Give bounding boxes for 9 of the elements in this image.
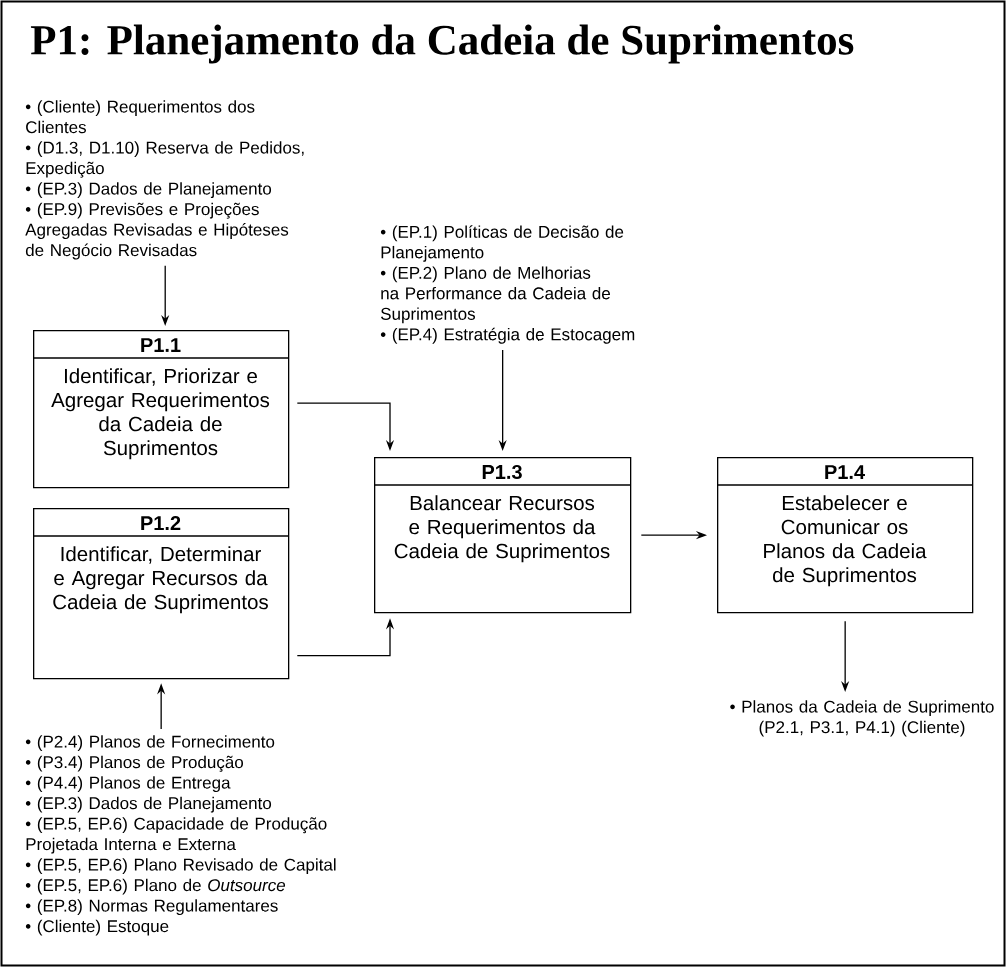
title: P1: Planejamento da Cadeia de Suprimentos <box>30 24 854 64</box>
process-box: P1.1 Identificar, Priorizar e Agregar Requerimentos da Cadeia de Suprimentos <box>32 330 290 489</box>
text-list: • (P2.4) Planos de Fornecimento • (P3.4) Planos de Produção • (P4.4) Planos de Entrega • (EP.3) Dados de Planejamento • (EP.5, EP.6) Capacidade de Produção Projetada Interna e Externa • (EP.5, EP.6) Plano Revisado de Capital • (EP.5, EP.6) Plano de Outsource • (EP.8) Normas Regulamentares • (Cliente) Estoque <box>25 735 336 936</box>
process-box: P1.2 Identificar, Determinar e Agregar Recursos da Cadeia de Suprimentos <box>32 508 290 680</box>
process-box: P1.3 Balancear Recursos e Requerimentos da Cadeia de Suprimentos <box>373 457 632 614</box>
text-list: • (Cliente) Requerimentos dos Clientes • (D1.3, D1.10) Reserva de Pedidos, Expedição • (EP.3) Dados de Planejamento • (EP.9) Previsões e Projeções Agregadas Revisadas e Hipóteses de Negócio Revisadas <box>25 100 304 260</box>
process-box: P1.4 Estabelecer e Comunicar os Planos da Cadeia de Suprimentos <box>716 457 974 614</box>
text-list: • Planos da Cadeia de Suprimento (P2.1, P3.1, P4.1) (Cliente) <box>730 700 994 737</box>
text-list: • (EP.1) Políticas de Decisão de Planejamento • (EP.2) Plano de Melhorias na Performance da Cadeia de Suprimentos • (EP.4) Estratégia de Estocagem <box>380 225 635 344</box>
